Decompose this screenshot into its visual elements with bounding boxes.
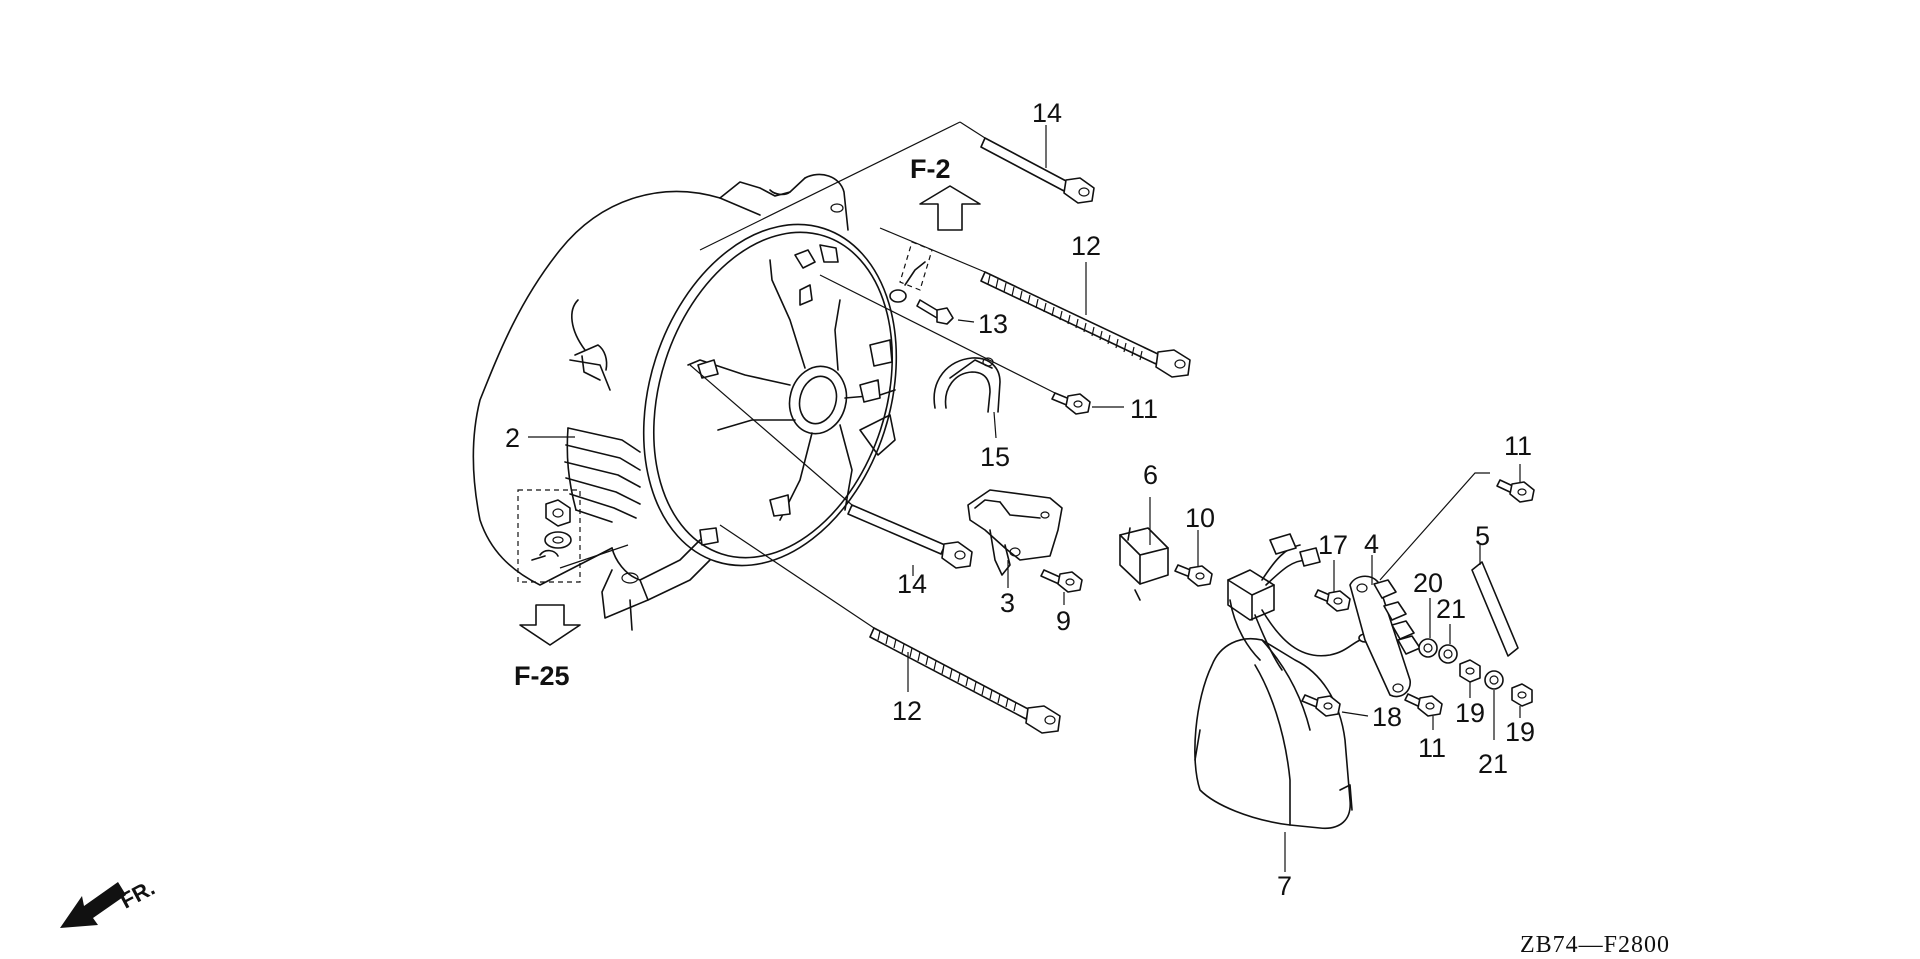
callout-15: 15 — [980, 442, 1010, 472]
washer-part-20 — [1418, 598, 1438, 658]
callout-18: 18 — [1372, 702, 1402, 732]
strip-part-5 — [1471, 545, 1519, 657]
callout-19-left: 19 — [1455, 698, 1485, 728]
bolt-part-11-lower — [1404, 693, 1443, 730]
ref-arrow-up — [919, 185, 981, 231]
callout-10: 10 — [1185, 503, 1215, 533]
callout-11-top-right: 11 — [1504, 431, 1532, 461]
ref-arrow-down — [519, 604, 581, 646]
front-direction-arrow — [60, 882, 126, 928]
callout-12-upper: 12 — [1071, 231, 1101, 261]
callout-7: 7 — [1277, 871, 1292, 901]
callout-5: 5 — [1475, 521, 1490, 551]
assembly-leader-lines — [528, 121, 1056, 629]
callout-14-top: 14 — [1032, 98, 1062, 128]
ref-label-top: F-2 — [910, 154, 951, 184]
callout-21-upper: 21 — [1436, 594, 1466, 624]
nut-part-19-right — [1511, 683, 1533, 718]
cable-clamp-part-15 — [933, 357, 1001, 439]
callout-12-lower: 12 — [892, 696, 922, 726]
cover-part-7 — [1194, 533, 1372, 872]
stud-bolt-part-12-lower — [869, 627, 1061, 734]
bolt-part-17 — [1314, 560, 1351, 612]
callout-9: 9 — [1056, 606, 1071, 636]
ref-label-bottom: F-25 — [514, 661, 570, 691]
bolt-part-14-middle — [847, 504, 973, 576]
callout-21-lower: 21 — [1478, 749, 1508, 779]
callout-11-middle: 11 — [1130, 394, 1158, 424]
callout-11-bottom: 11 — [1418, 733, 1446, 763]
callout-17: 17 — [1318, 530, 1348, 560]
washer-part-21-upper — [1438, 624, 1458, 664]
callout-4: 4 — [1364, 529, 1379, 559]
bolt-part-11-upper-right — [1379, 464, 1535, 581]
nut-washer-inset — [517, 489, 629, 583]
callout-13: 13 — [978, 309, 1008, 339]
bolt-part-11-mid — [1051, 392, 1124, 415]
washer-part-21-lower — [1484, 670, 1504, 740]
callout-2: 2 — [505, 423, 520, 453]
callout-19-right: 19 — [1505, 717, 1535, 747]
bolt-part-18 — [1301, 694, 1369, 717]
bracket-part-3 — [967, 489, 1063, 588]
front-direction-label: FR. — [116, 875, 159, 914]
bolt-part-9 — [1040, 569, 1083, 605]
callout-14-middle: 14 — [897, 569, 927, 599]
diagram-code: ZB74—F2800 — [1520, 932, 1670, 958]
callout-3: 3 — [1000, 588, 1015, 618]
bolt-part-13-with-clip — [889, 241, 975, 325]
stud-bolt-part-12-upper — [980, 262, 1191, 378]
callout-6: 6 — [1143, 460, 1158, 490]
module-part-6 — [1119, 497, 1169, 601]
nut-part-19-left — [1459, 659, 1481, 698]
plate-part-4 — [1349, 555, 1421, 698]
bolt-part-14-top — [980, 125, 1095, 204]
housing-part-2 — [472, 173, 898, 631]
bolt-part-10 — [1174, 530, 1213, 587]
callout-20: 20 — [1413, 568, 1443, 598]
